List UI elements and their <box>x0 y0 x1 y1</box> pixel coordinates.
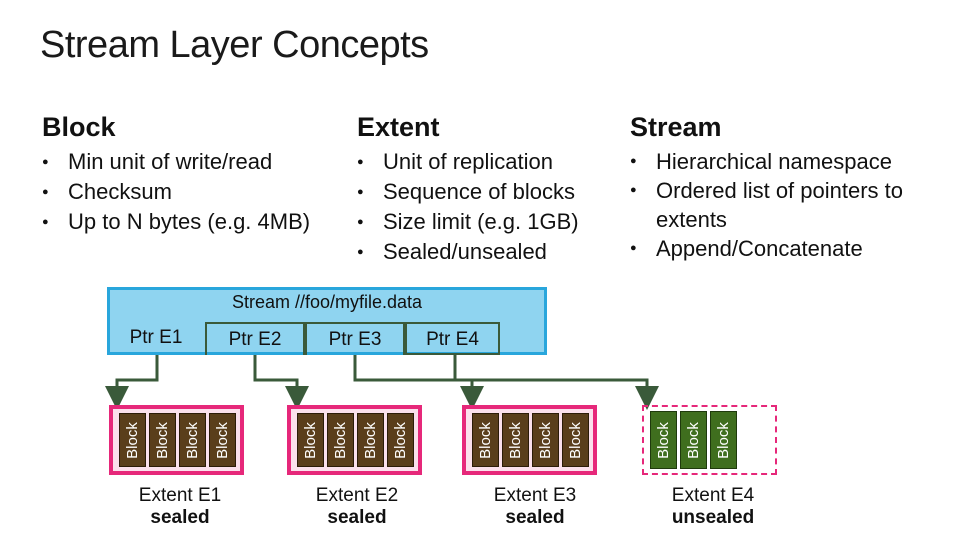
arrow-e2 <box>253 355 309 410</box>
pointer-e3: Ptr E3 <box>305 322 405 355</box>
block-bullet: Checksum <box>42 177 310 207</box>
extent-e4: Block Block Block <box>642 405 777 475</box>
extent-name: Extent E3 <box>493 485 577 506</box>
block: Block <box>502 413 529 467</box>
extent-state: sealed <box>327 507 387 528</box>
extent-name: Extent E1 <box>138 485 222 506</box>
block: Block <box>710 411 737 469</box>
page-title: Stream Layer Concepts <box>40 24 429 66</box>
extent-bullet-list: Unit of replication Sequence of blocks S… <box>357 147 579 267</box>
stream-bullet: Hierarchical namespace <box>630 147 950 176</box>
block: Block <box>149 413 176 467</box>
block-bullet-list: Min unit of write/read Checksum Up to N … <box>42 147 310 237</box>
block-heading: Block <box>42 112 116 142</box>
block: Block <box>650 411 677 469</box>
arrow-e1 <box>105 355 159 410</box>
extent-bullet: Sequence of blocks <box>357 177 579 207</box>
block: Block <box>562 413 589 467</box>
stream-bullet: Append/Concatenate <box>630 234 950 263</box>
extent-e3-label: Extent E3 sealed <box>460 485 610 529</box>
arrow-e4 <box>453 355 659 410</box>
extent-heading: Extent <box>357 112 440 142</box>
extent-e1-label: Extent E1 sealed <box>105 485 255 529</box>
block: Block <box>357 413 384 467</box>
extent-state: sealed <box>505 507 565 528</box>
pointer-e1: Ptr E1 <box>129 327 183 348</box>
block: Block <box>327 413 354 467</box>
stream-heading: Stream <box>630 112 722 142</box>
extent-e2: Block Block Block Block <box>287 405 422 475</box>
pointer-e4: Ptr E4 <box>405 322 500 355</box>
extent-state: unsealed <box>671 507 755 528</box>
extent-e3: Block Block Block Block <box>462 405 597 475</box>
extent-bullet: Size limit (e.g. 1GB) <box>357 207 579 237</box>
block: Block <box>532 413 559 467</box>
block: Block <box>179 413 206 467</box>
extent-name: Extent E4 <box>671 485 755 506</box>
extent-e1: Block Block Block Block <box>109 405 244 475</box>
stream-label: Stream //foo/myfile.data <box>231 292 423 312</box>
extent-name: Extent E2 <box>315 485 399 506</box>
extent-state: sealed <box>150 507 210 528</box>
block-bullet: Up to N bytes (e.g. 4MB) <box>42 207 310 237</box>
block: Block <box>472 413 499 467</box>
extent-bullet: Unit of replication <box>357 147 579 177</box>
block: Block <box>209 413 236 467</box>
arrow-e3 <box>353 355 484 410</box>
block: Block <box>297 413 324 467</box>
block: Block <box>387 413 414 467</box>
extent-e4-label: Extent E4 unsealed <box>638 485 788 529</box>
pointer-e2: Ptr E2 <box>205 322 305 355</box>
stream-bullet-list: Hierarchical namespace Ordered list of p… <box>630 147 950 263</box>
block: Block <box>680 411 707 469</box>
block: Block <box>119 413 146 467</box>
block-bullet: Min unit of write/read <box>42 147 310 177</box>
stream-bullet: Ordered list of pointers to extents <box>630 176 950 234</box>
stream-box <box>107 287 547 355</box>
extent-e2-label: Extent E2 sealed <box>282 485 432 529</box>
extent-bullet: Sealed/unsealed <box>357 237 579 267</box>
